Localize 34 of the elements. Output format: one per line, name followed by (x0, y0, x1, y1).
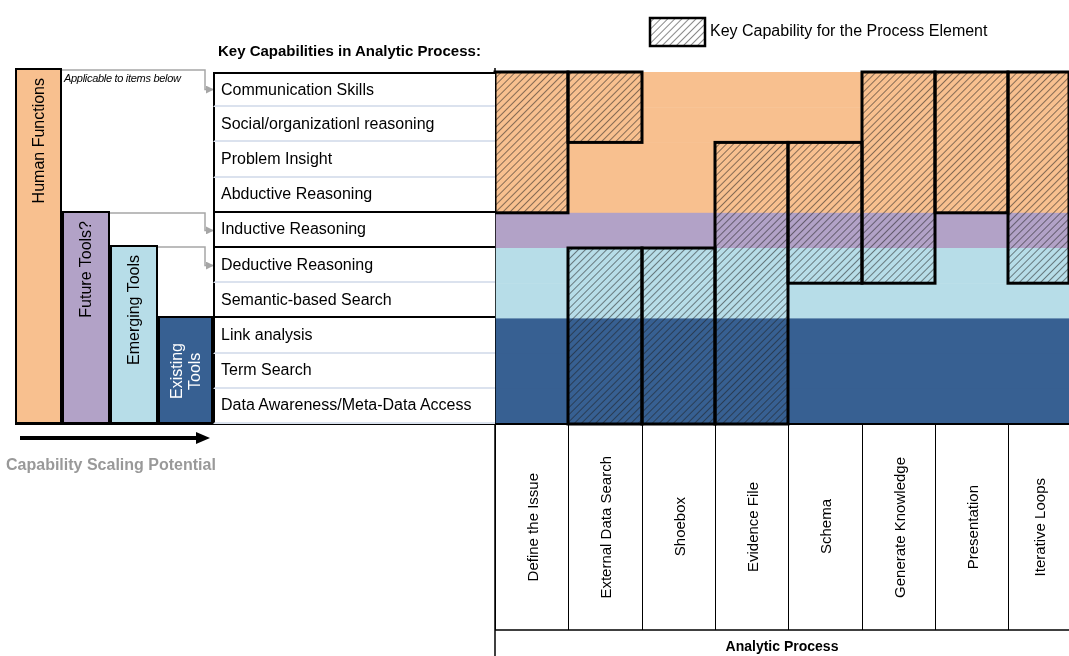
scaling-label: Capability Scaling Potential (6, 456, 216, 474)
bar-label: Existing Tools (167, 342, 204, 401)
axis-title: Analytic Process (724, 638, 840, 654)
capability-row: Link analysis (213, 318, 495, 354)
capability-row: Abductive Reasoning (213, 177, 495, 213)
capability-row: Semantic-based Search (213, 283, 495, 319)
capability-row: Term Search (213, 353, 495, 389)
capability-row: Problem Insight (213, 142, 495, 178)
capability-row: Data Awareness/Meta-Data Access (213, 388, 495, 424)
bar-label: Emerging Tools (125, 255, 143, 365)
capability-row: Social/organizationl reasoning (213, 107, 495, 143)
process-step-label: Evidence File (743, 481, 761, 572)
capability-row: Inductive Reasoning (213, 212, 495, 248)
legend-text: Key Capability for the Process Element (710, 22, 988, 40)
capability-row: Deductive Reasoning (213, 248, 495, 284)
arrow (157, 246, 214, 270)
process-step-label: Presentation (963, 484, 981, 570)
arrow (61, 69, 214, 94)
bar-label: Human Functions (29, 78, 48, 204)
tool-bar (110, 245, 158, 424)
edge-label: Applicable to items below (64, 72, 181, 84)
tool-bar (15, 68, 62, 424)
arrow (109, 212, 214, 235)
tool-bar (158, 316, 213, 424)
bar-label: Future Tools? (77, 221, 95, 318)
process-step-label: Shoebox (670, 497, 688, 557)
process-step-label: External Data Search (597, 455, 614, 599)
tool-bar (62, 211, 110, 424)
process-step-label: Iterative Loops (1030, 477, 1048, 577)
process-step-label: Generate Knowledge (890, 456, 908, 598)
capability-row: Communication Skills (213, 72, 495, 108)
process-step-label: Schema (817, 499, 834, 555)
title: Key Capabilities in Analytic Process: (218, 42, 481, 59)
process-step-label: Define the Issue (523, 472, 541, 582)
